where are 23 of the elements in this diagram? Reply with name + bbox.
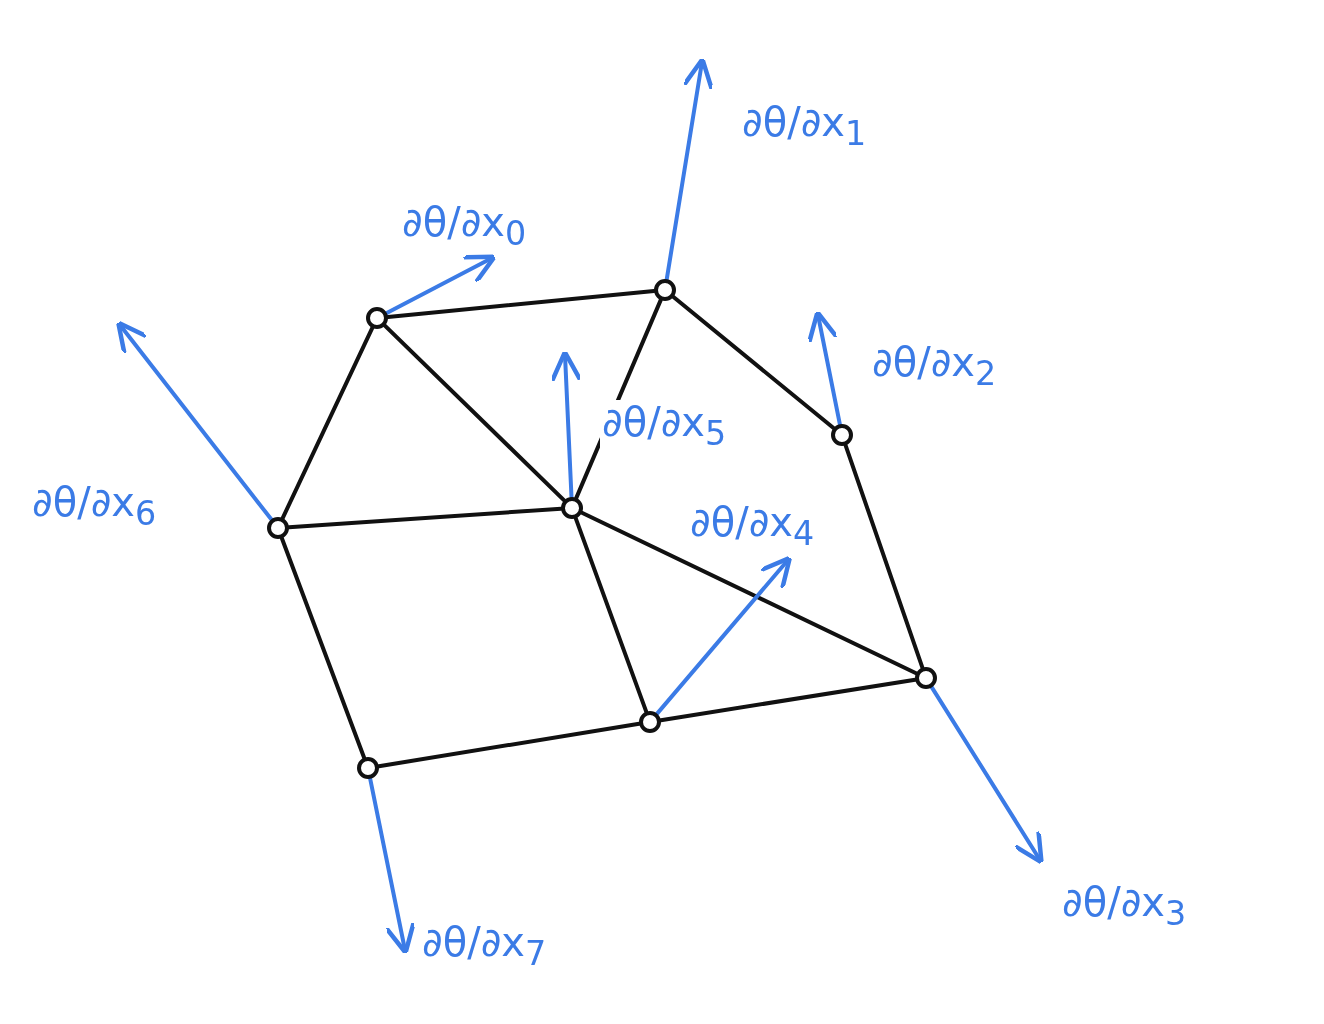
mesh-vertex (267, 517, 289, 539)
gradient-arrow (655, 555, 793, 716)
mesh-edge (843, 443, 925, 670)
mesh-edge (382, 323, 567, 503)
gradient-arrow (368, 776, 416, 955)
mesh-vertex (654, 279, 676, 301)
gradient-arrow (116, 320, 274, 522)
mesh-edge (279, 536, 367, 760)
gradient-arrow (806, 310, 842, 427)
mesh-edge (671, 294, 836, 431)
mesh-vertex (366, 307, 388, 329)
mesh-vertex (831, 424, 853, 446)
mesh-edge (573, 516, 649, 714)
mesh-edge (280, 325, 375, 521)
mesh-vertex (357, 757, 379, 779)
mesh-vertex (639, 711, 661, 733)
gradient-arrow (384, 254, 497, 315)
gradient-arrow (929, 685, 1044, 865)
gradient-arrow (664, 57, 714, 282)
mesh-vertex (561, 497, 583, 519)
mesh-edge (579, 510, 919, 676)
gradient-arrow (549, 349, 583, 499)
mesh-vertex (915, 667, 937, 689)
